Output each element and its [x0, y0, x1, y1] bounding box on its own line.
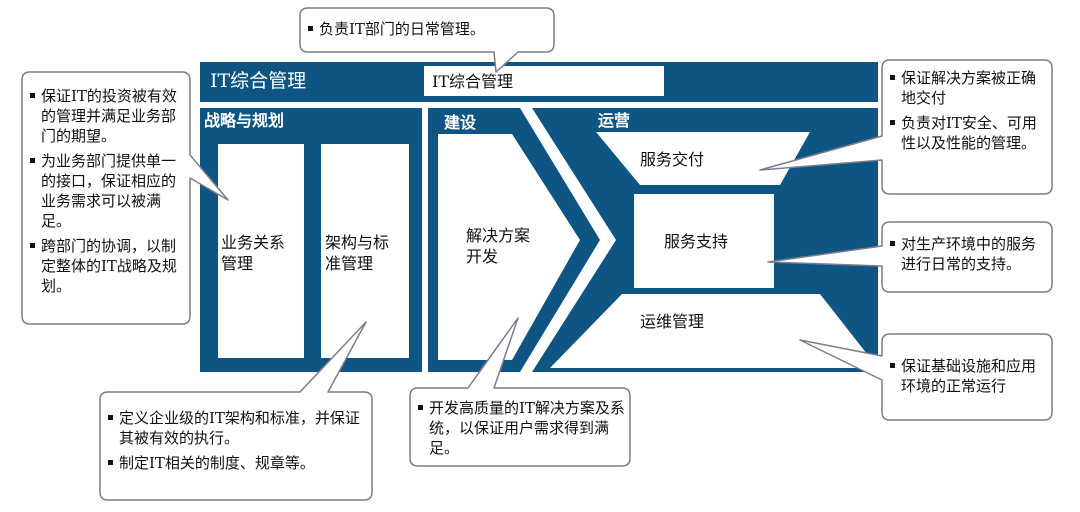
- callout-left-item: 为业务部门提供单一的接口，保证相应的业务需求可以被满足。: [30, 151, 184, 231]
- operation-delivery-label: 服务交付: [640, 150, 705, 169]
- operation-maintenance-shape: [550, 294, 878, 368]
- callout-right-middle: 对生产环境中的服务进行日常的支持。: [890, 234, 1048, 279]
- callout-top-bubble: [299, 7, 555, 73]
- build-inner: [438, 134, 580, 360]
- callout-right-top-item: 负责对IT安全、可用性以及性能的管理。: [890, 113, 1048, 153]
- callout-bottom-left-item: 制定IT相关的制度、规章等。: [108, 453, 366, 473]
- callout-right-bottom-item: 保证基础设施和应用环境的正常运行: [890, 356, 1048, 396]
- strategy-box-business: [218, 144, 304, 358]
- callout-bottom-left-bubble: [99, 321, 373, 501]
- build-title: 建设: [444, 113, 477, 132]
- operation-maintenance-label: 运维管理: [640, 312, 705, 331]
- strategy-architecture-label: 架构与标 准管理: [325, 233, 390, 273]
- build-solution-label: 解决方案 开发: [466, 226, 531, 266]
- header-title: IT综合管理: [210, 70, 307, 92]
- callout-bottom-center-item: 开发高质量的IT解决方案及系统，以保证用户需求得到满足。: [418, 398, 628, 458]
- callout-top-item: 负责IT部门的日常管理。: [308, 19, 548, 39]
- header-field: [424, 66, 664, 96]
- callout-right-bottom: 保证基础设施和应用环境的正常运行: [890, 356, 1048, 401]
- callout-right-top-item: 保证解决方案被正确地交付: [890, 68, 1048, 108]
- operation-delivery-shape: [596, 132, 810, 185]
- callout-bottom-left-item: 定义企业级的IT架构和标准，并保证其被有效的执行。: [108, 408, 366, 448]
- callout-right-top-bubble: [759, 59, 1053, 195]
- operation-title: 运营: [598, 111, 631, 130]
- callout-right-middle-item: 对生产环境中的服务进行日常的支持。: [890, 234, 1048, 274]
- callout-left-item: 保证IT的投资被有效的管理并满足业务部门的期望。: [30, 86, 184, 146]
- callout-right-top: 保证解决方案被正确地交付 负责对IT安全、可用性以及性能的管理。: [890, 68, 1048, 158]
- callout-bottom-left: 定义企业级的IT架构和标准，并保证其被有效的执行。 制定IT相关的制度、规章等。: [108, 408, 366, 478]
- strategy-business-label: 业务关系 管理: [221, 233, 286, 273]
- callout-top: 负责IT部门的日常管理。: [308, 19, 548, 44]
- header-field-text: IT综合管理: [432, 72, 513, 91]
- callout-bottom-center: 开发高质量的IT解决方案及系统，以保证用户需求得到满足。: [418, 398, 628, 463]
- callout-right-middle-bubble: [767, 221, 1053, 293]
- strategy-title: 战略与规划: [204, 111, 285, 130]
- operation-support-label: 服务支持: [664, 232, 729, 251]
- operation-support-box: [634, 194, 774, 288]
- callout-left: 保证IT的投资被有效的管理并满足业务部门的期望。 为业务部门提供单一的接口，保证…: [30, 86, 184, 301]
- callout-left-item: 跨部门的协调，以制定整体的IT战略及规划。: [30, 236, 184, 296]
- callout-right-bottom-bubble: [799, 333, 1053, 421]
- callout-left-bubble: [21, 71, 229, 325]
- callout-bottom-center-bubble: [409, 317, 631, 467]
